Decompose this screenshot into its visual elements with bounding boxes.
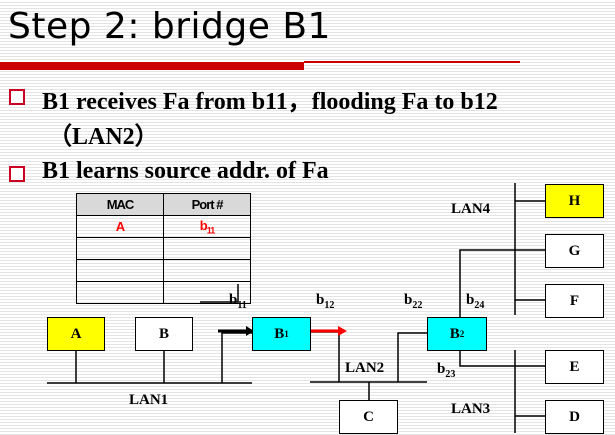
lan2-label: LAN2 bbox=[345, 360, 385, 376]
table-header-port: Port # bbox=[163, 193, 251, 216]
host-a: A bbox=[47, 317, 105, 351]
incoming-frame-arrow bbox=[218, 326, 254, 336]
b2-port-b22-link bbox=[397, 332, 427, 382]
lan1-label: LAN1 bbox=[129, 392, 169, 408]
bullet-1-text: B1 receives Fa from b11，flooding Fa to b… bbox=[42, 89, 498, 115]
bullet-1-continuation: （LAN2） bbox=[48, 124, 159, 150]
host-g: G bbox=[545, 234, 604, 268]
slide-title: Step 2: bridge B1 bbox=[8, 6, 331, 47]
port-b22-label: b22 bbox=[404, 292, 423, 311]
port-b23-label: b23 bbox=[437, 361, 456, 380]
lan3-label: LAN3 bbox=[451, 401, 491, 417]
bridge-b2-label: B bbox=[449, 325, 460, 342]
port-b11-label: b11 bbox=[229, 292, 247, 311]
b2-port-b23-link bbox=[459, 350, 545, 367]
b1-port-b11-link bbox=[221, 332, 252, 383]
bullet-2-text: B1 learns source addr. of Fa bbox=[42, 158, 329, 184]
bullet-square-icon bbox=[9, 166, 25, 182]
host-c: C bbox=[339, 400, 398, 434]
table-cell-port bbox=[163, 281, 251, 304]
title-underline-bar bbox=[0, 62, 304, 70]
table-row: A b11 bbox=[76, 215, 251, 238]
host-b: B bbox=[135, 317, 193, 351]
table-header-row: MAC Port # bbox=[76, 193, 251, 216]
b11-label-leader bbox=[200, 284, 239, 303]
b1-port-b12-link bbox=[310, 331, 340, 382]
title-underline-line bbox=[304, 61, 520, 63]
flooding-frame-arrow bbox=[311, 326, 347, 336]
host-e: E bbox=[545, 350, 604, 384]
lan4-label: LAN4 bbox=[451, 201, 491, 217]
host-h: H bbox=[545, 184, 604, 218]
bridge-b1-label: B bbox=[274, 325, 285, 342]
table-row bbox=[76, 237, 251, 260]
port-b12-label: b12 bbox=[316, 292, 335, 311]
host-d: D bbox=[545, 400, 604, 434]
mac-address-table: MAC Port # A b11 bbox=[76, 193, 251, 304]
port-b24-label: b24 bbox=[466, 292, 485, 311]
bullet-square-icon bbox=[9, 89, 25, 105]
table-row bbox=[76, 259, 251, 282]
host-f: F bbox=[545, 284, 604, 318]
b2-port-b24-link bbox=[459, 249, 545, 317]
table-header-mac: MAC bbox=[76, 193, 164, 216]
table-row bbox=[76, 281, 251, 304]
